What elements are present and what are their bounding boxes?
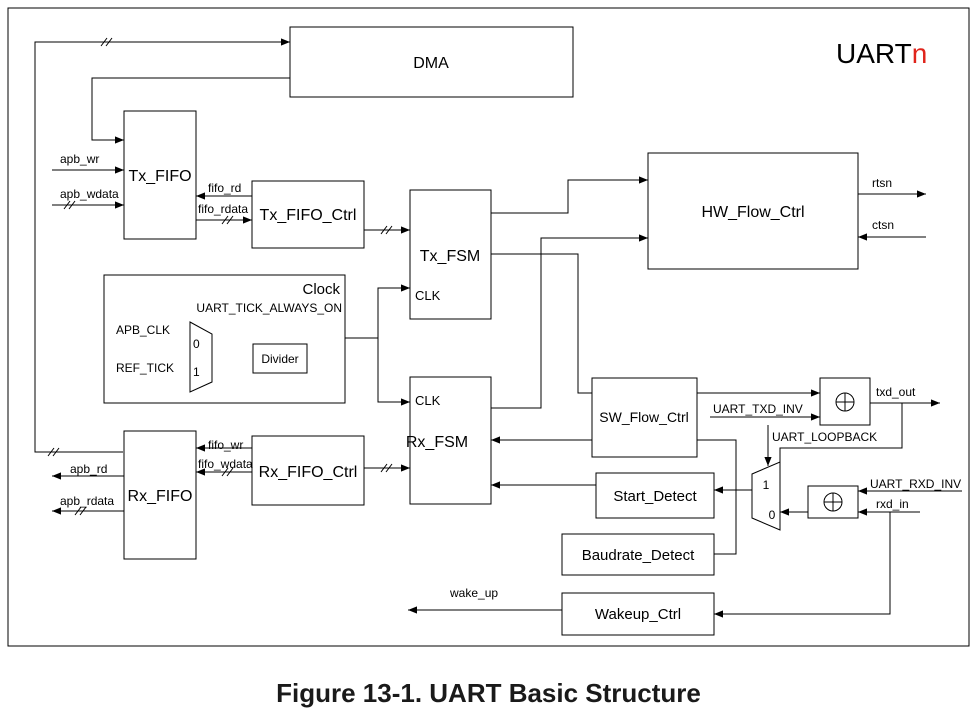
tx-fsm-to-sw-flow-wire [491, 253, 592, 394]
wakeup-ctrl-block: Wakeup_Ctrl [561, 592, 715, 636]
dma-label: DMA [413, 55, 449, 72]
rx-fifo-ctrl-label: Rx_FIFO_Ctrl [259, 464, 358, 481]
baudrate-detect-label: Baudrate_Detect [582, 547, 695, 564]
wake-up-label: wake_up [449, 586, 498, 600]
hw-flow-ctrl-label: HW_Flow_Ctrl [701, 204, 804, 221]
apb-clk-label: APB_CLK [116, 323, 170, 337]
start-detect-label: Start_Detect [613, 488, 697, 505]
rx-fsm-label: Rx_FSM [406, 434, 468, 451]
tx-fifo-block: Tx_FIFO [123, 110, 197, 240]
outer-frame [7, 7, 970, 647]
ctsn-label: ctsn [872, 218, 894, 232]
txd-out-label: txd_out [876, 385, 916, 399]
figure-caption: Figure 13-1. UART Basic Structure [276, 678, 701, 708]
rx-fifo-to-dma-wire [34, 38, 290, 453]
tx-inverter-xor [819, 377, 871, 426]
tx-fifo-ctrl-block: Tx_FIFO_Ctrl [251, 180, 365, 249]
clock-block: Clock UART_TICK_ALWAYS_ON APB_CLK REF_TI… [103, 274, 346, 404]
rx-fifo-label: Rx_FIFO [128, 488, 193, 505]
sw-flow-ctrl-label: SW_Flow_Ctrl [599, 409, 688, 425]
dma-block: DMA [289, 26, 574, 98]
dma-to-tx-fifo-wire [91, 77, 290, 144]
clk-to-rx-fsm-wire [377, 338, 410, 406]
fifo-wr-label: fifo_wr [208, 438, 243, 452]
rxd-in-label: rxd_in [876, 497, 909, 511]
clock-mux-in1: 1 [193, 365, 200, 379]
tx-fsm-clk-port: CLK [415, 288, 441, 303]
rtsn-label: rtsn [872, 176, 892, 190]
uart-tick-always-on-label: UART_TICK_ALWAYS_ON [196, 301, 342, 315]
rx-inverter-xor [807, 485, 859, 519]
clock-label: Clock [302, 281, 340, 298]
wires [34, 38, 962, 618]
tx-fsm-hw-flow-bus [482, 176, 648, 217]
tx-fsm-label: Tx_FSM [420, 248, 480, 265]
rx-fifo-block: Rx_FIFO [123, 430, 197, 560]
diagram-title: UARTn [836, 38, 927, 69]
sw-flow-to-rx-fsm-wire [491, 436, 737, 490]
apb-wr-label: apb_wr [60, 152, 99, 166]
mux-to-baudrate-wire [714, 490, 737, 555]
uart-rxd-inv-label: UART_RXD_INV [870, 477, 961, 491]
tx-fifo-ctrl-label: Tx_FIFO_Ctrl [260, 207, 357, 224]
rx-fifo-ctrl-block: Rx_FIFO_Ctrl [251, 435, 365, 506]
loopback-mux-in1: 1 [763, 478, 770, 492]
apb-rdata-label: apb_rdata [60, 494, 114, 508]
rx-fsm-hw-flow-bus [482, 234, 648, 412]
rx-fsm-clk-port: CLK [415, 393, 441, 408]
fifo-rd-label: fifo_rd [208, 181, 241, 195]
uart-block-diagram: UARTn [7, 7, 970, 647]
wakeup-ctrl-label: Wakeup_Ctrl [595, 606, 681, 623]
uart-loopback-label: UART_LOOPBACK [772, 430, 877, 444]
uart-txd-inv-label: UART_TXD_INV [713, 402, 803, 416]
bus-width-marks [47, 37, 393, 516]
apb-wdata-label: apb_wdata [60, 187, 119, 201]
ref-tick-label: REF_TICK [116, 361, 174, 375]
tx-fsm-block: Tx_FSM CLK [409, 189, 492, 320]
rxd-in-to-wakeup-wire [714, 512, 891, 618]
loopback-mux: 1 0 [751, 461, 781, 531]
tx-fifo-label: Tx_FIFO [128, 168, 191, 185]
fifo-wdata-label: fifo_wdata [198, 457, 253, 471]
rx-fsm-block: CLK Rx_FSM [406, 376, 492, 505]
sw-flow-ctrl-block: SW_Flow_Ctrl [591, 377, 698, 458]
clock-mux [189, 321, 213, 393]
start-detect-block: Start_Detect [595, 472, 715, 519]
clock-mux-in0: 0 [193, 337, 200, 351]
hw-flow-ctrl-block: HW_Flow_Ctrl [647, 152, 859, 270]
clk-to-tx-fsm-wire [345, 284, 410, 339]
divider-label: Divider [261, 352, 298, 366]
loopback-mux-in0: 0 [769, 508, 776, 522]
apb-rd-label: apb_rd [70, 462, 107, 476]
baudrate-detect-block: Baudrate_Detect [561, 533, 715, 576]
signal-labels: apb_wr apb_wdata fifo_rd fifo_rdata rtsn… [60, 152, 961, 600]
fifo-rdata-label: fifo_rdata [198, 202, 248, 216]
